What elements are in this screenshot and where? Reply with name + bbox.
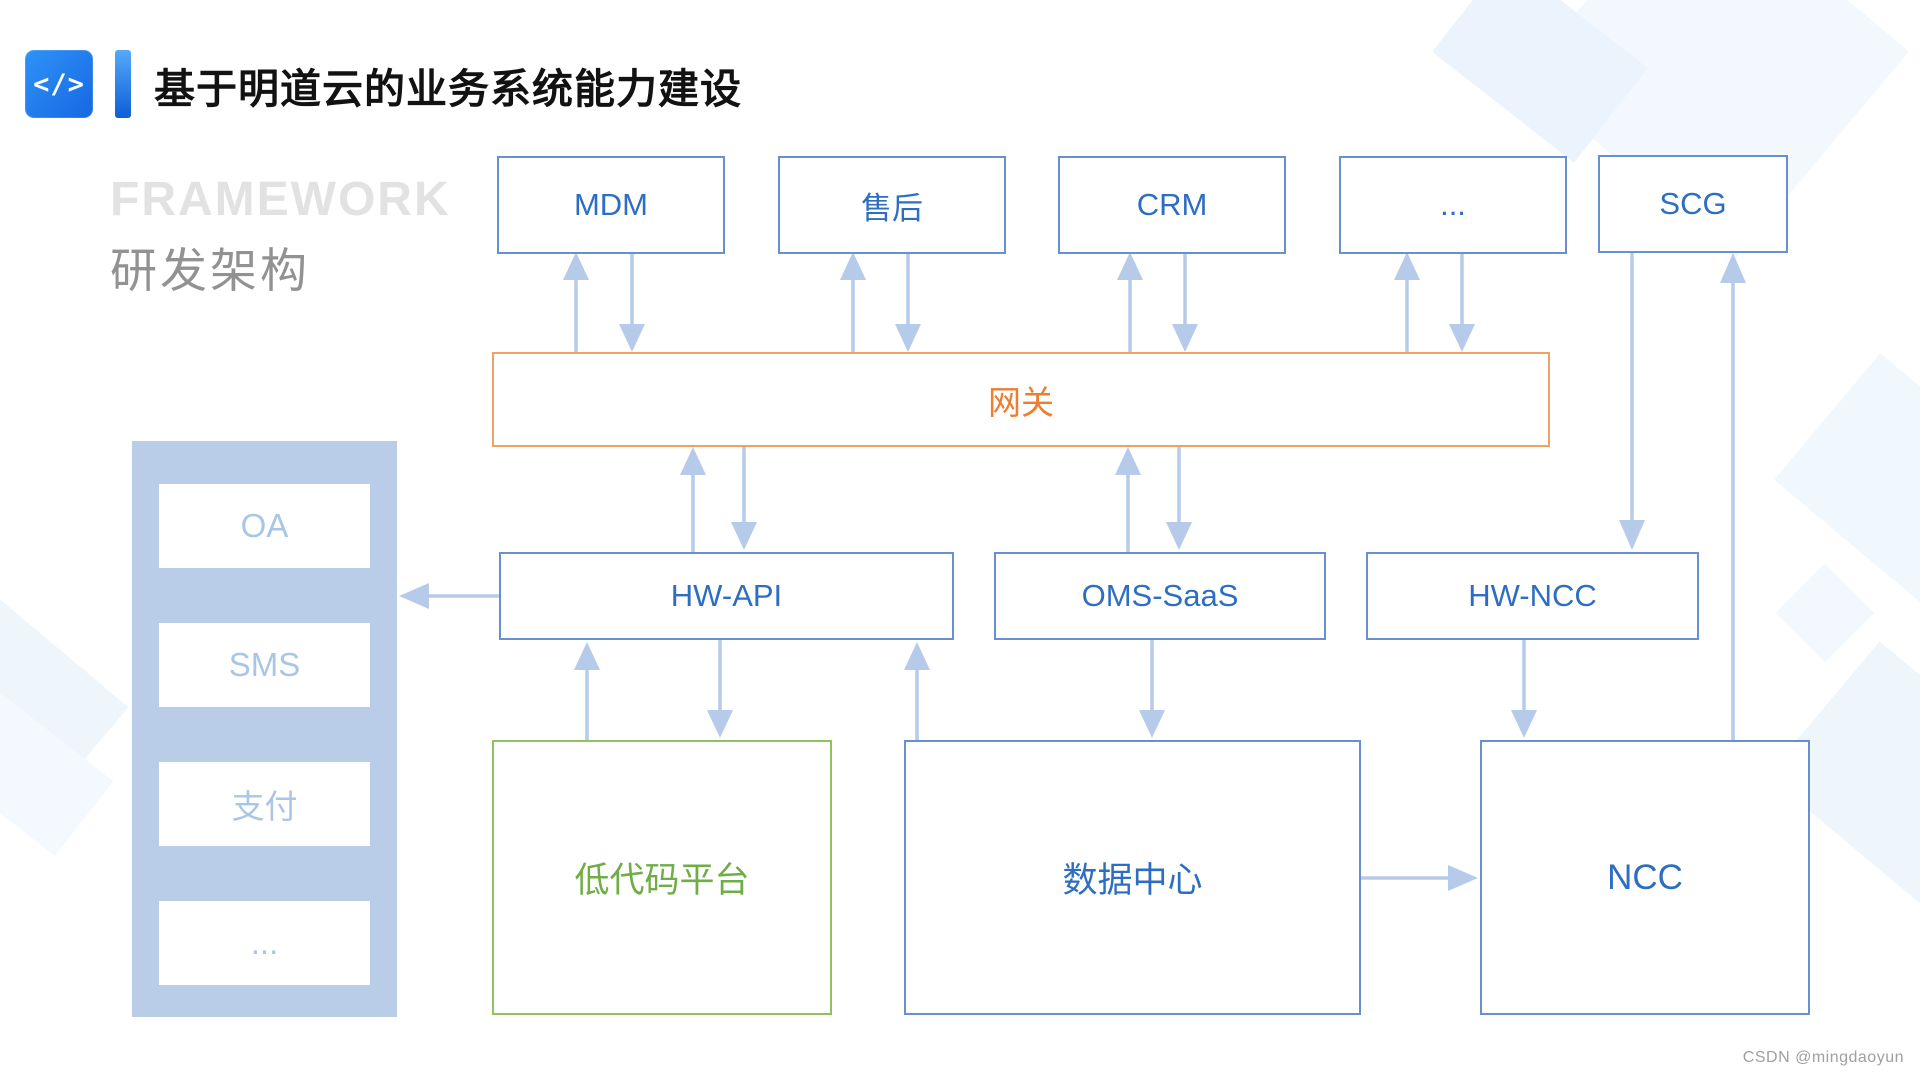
framework-label-zh: 研发架构 [110,244,310,297]
arrow-gateway-to-mdm-down [619,254,645,352]
node-hw-api-label: HW-API [670,578,783,613]
arrow-oms-to-gateway-up [1115,447,1141,552]
node-ellipsis-label: ... [1440,187,1466,222]
arrow-datacenter-to-hwapi-up [904,642,930,740]
arrow-gateway-to-crm-down [1172,254,1198,352]
node-mdm-label: MDM [573,187,649,222]
node-hw-ncc-label: HW-NCC [1468,578,1597,613]
arrow-oms-to-datacenter-down [1139,640,1165,738]
node-datacenter: 数据中心 [904,740,1361,1015]
title-accent-bar [115,50,131,118]
node-shouhou: 售后 [778,156,1006,254]
code-logo-icon: </> [25,50,93,118]
arrow-scg-to-hwncc-down [1619,253,1645,550]
arrow-shouhou-up [840,252,866,352]
node-hw-api: HW-API [499,552,954,640]
side-item-sms: SMS [159,623,370,707]
node-crm: CRM [1058,156,1286,254]
node-ncc-label: NCC [1607,857,1683,897]
arrow-ncc-to-scg-up [1720,253,1746,740]
node-crm-label: CRM [1136,187,1208,222]
code-logo-glyph: </> [33,68,85,100]
arrow-gateway-to-shouhou-down [895,254,921,352]
watermark: CSDN @mingdaoyun [1742,1049,1904,1066]
arrow-hwapi-to-lowcode-down [707,640,733,738]
side-item-oa-label: OA [240,507,289,544]
page-title: 基于明道云的业务系统能力建设 [154,66,742,112]
arrow-hwapi-to-sidepanel-left [399,583,499,609]
side-item-pay: 支付 [159,762,370,846]
node-oms-saas: OMS-SaaS [994,552,1326,640]
arrow-hwncc-to-ncc-down [1511,640,1537,738]
node-scg-label: SCG [1659,186,1727,221]
arrow-datacenter-to-ncc-right [1361,865,1478,891]
side-item-pay-label: 支付 [231,788,298,825]
side-item-ellipsis-label: ... [250,924,279,961]
node-lowcode: 低代码平台 [492,740,832,1015]
node-scg: SCG [1598,155,1788,253]
arrow-ellipsis-up [1394,252,1420,352]
node-ncc: NCC [1480,740,1810,1015]
arrow-gateway-to-ellipsis-down [1449,254,1475,352]
node-lowcode-label: 低代码平台 [574,861,750,900]
arrow-gateway-to-hwapi-down [731,447,757,550]
node-hw-ncc: HW-NCC [1366,552,1699,640]
side-item-oa: OA [159,484,370,568]
arrow-lowcode-to-hwapi-up [574,642,600,740]
side-item-ellipsis: ... [159,901,370,985]
arrow-gateway-to-oms-down [1166,447,1192,550]
side-item-sms-label: SMS [228,646,301,683]
node-gateway-label: 网关 [988,383,1054,421]
arrow-mdm-up [563,252,589,352]
node-datacenter-label: 数据中心 [1062,861,1203,900]
arrow-hwapi-to-gateway-up [680,447,706,552]
node-ellipsis: ... [1339,156,1567,254]
arrow-crm-up [1117,252,1143,352]
side-panel: OA SMS 支付 ... [132,441,397,1017]
node-gateway: 网关 [492,352,1550,447]
framework-label-en: FRAMEWORK [110,173,451,226]
node-oms-saas-label: OMS-SaaS [1081,578,1239,613]
node-mdm: MDM [497,156,725,254]
node-shouhou-label: 售后 [861,190,923,226]
